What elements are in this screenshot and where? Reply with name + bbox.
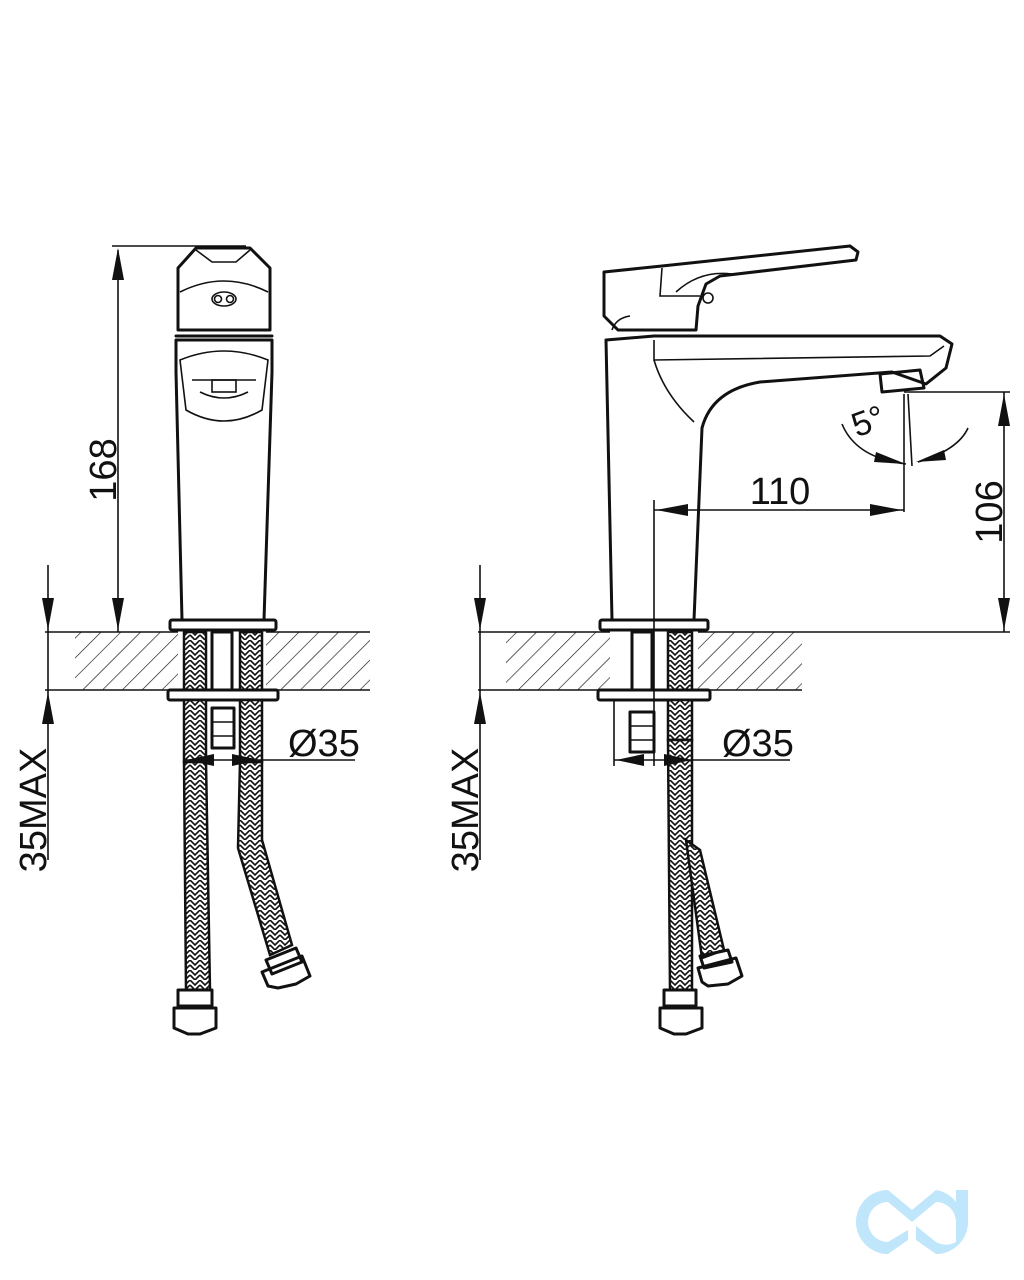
dim-max-thickness-right: 35MAX: [445, 748, 487, 873]
lever-handle-side: [602, 244, 860, 332]
faucet-body-front: [174, 338, 274, 622]
side-view: 110 106 5° 35MAX Ø35: [445, 244, 1011, 1036]
infinity-logo-icon: [856, 1190, 968, 1254]
handle-front: [176, 246, 272, 332]
supply-hose-left-a: [182, 760, 212, 992]
dim-hole-diameter-right: Ø35: [722, 723, 794, 765]
dim-spout-height: 106: [969, 480, 1011, 543]
front-view: 168 35MAX Ø35: [13, 245, 370, 1036]
dim-hole-diameter-left: Ø35: [288, 723, 360, 765]
supply-hose-left-b: [236, 760, 294, 957]
dim-max-thickness-left: 35MAX: [13, 748, 55, 873]
dim-overall-height: 168: [83, 438, 125, 501]
dim-spout-angle: 5°: [846, 398, 890, 445]
dim-spout-reach: 110: [750, 471, 811, 513]
faucet-body-side: [604, 334, 954, 622]
